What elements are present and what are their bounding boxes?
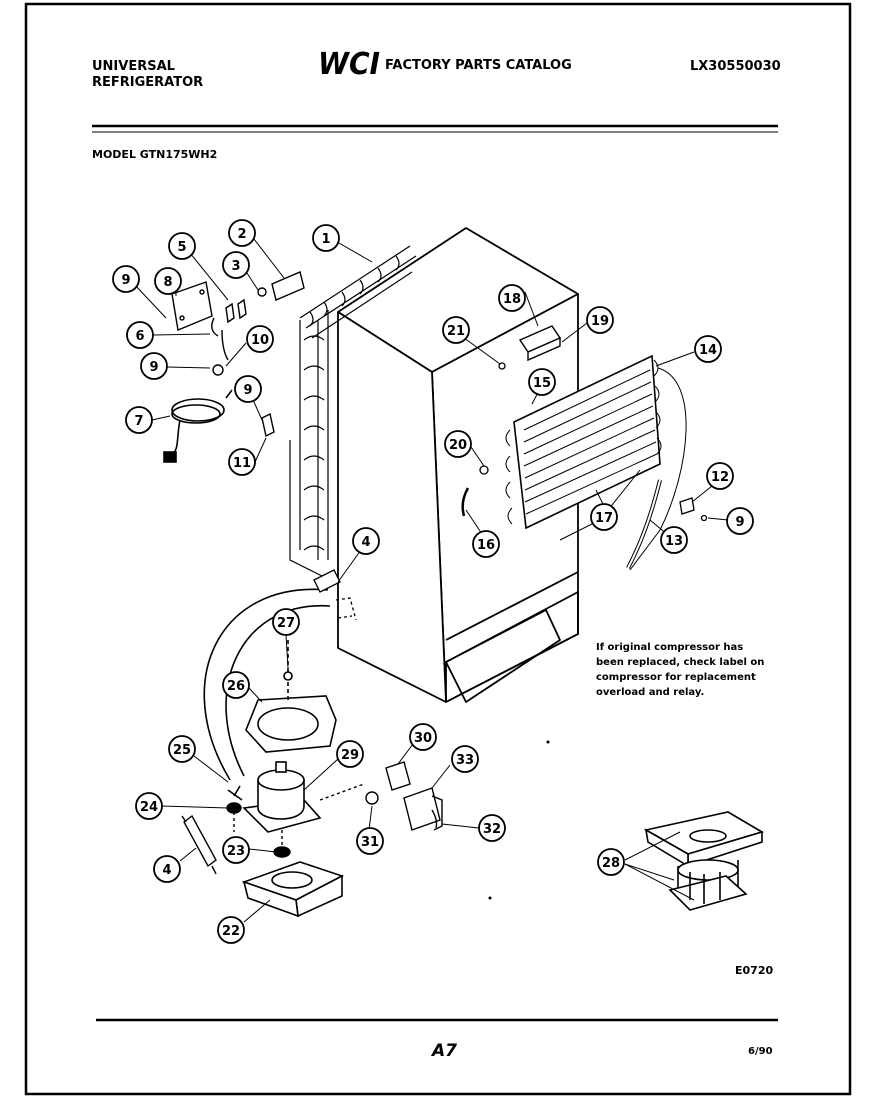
callout-1: 1 [321, 232, 330, 247]
compressor-note: If original compressor has been replaced… [596, 642, 764, 698]
callout-22: 22 [222, 924, 240, 939]
note-line-3: compressor for replacement [596, 672, 756, 683]
callout-11: 11 [233, 456, 251, 471]
callout-19: 19 [591, 314, 609, 329]
callout-4-upper: 4 [361, 535, 370, 550]
callout-32: 32 [483, 822, 501, 837]
electrical-bracket-parts [171, 271, 305, 438]
callout-25: 25 [173, 743, 191, 758]
callout-20: 20 [449, 438, 467, 453]
note-line-1: If original compressor has [596, 642, 743, 653]
callout-9-left: 9 [149, 360, 158, 375]
callout-33: 33 [456, 753, 474, 768]
base-pan-22 [241, 861, 345, 918]
tube-arc-outer [203, 588, 329, 781]
callout-7: 7 [134, 414, 143, 429]
callout-6: 6 [135, 329, 144, 344]
callout-31: 31 [361, 835, 379, 850]
wci-logo: WCI [318, 47, 380, 82]
page-border [24, 2, 852, 1096]
callout-28: 28 [602, 856, 620, 871]
callout-9-center: 9 [243, 383, 252, 398]
brand-line-2: REFRIGERATOR [92, 75, 203, 90]
callout-8: 8 [163, 275, 172, 290]
callout-numbers: 1 2 3 5 8 9 6 9 10 9 7 11 18 19 21 14 15… [121, 227, 744, 939]
callout-17: 17 [595, 511, 613, 526]
evaporator-coil [505, 354, 687, 571]
compressor-29 [227, 761, 322, 833]
callout-14: 14 [699, 343, 717, 358]
callout-21: 21 [447, 324, 465, 339]
callout-27: 27 [277, 616, 295, 631]
brand-line-1: UNIVERSAL [92, 59, 175, 74]
refrigerator-cabinet [337, 227, 579, 703]
callout-circles [112, 219, 754, 944]
note-line-2: been replaced, check label on [596, 657, 764, 668]
compressor-detail-28 [643, 811, 764, 911]
callout-9-upper-left: 9 [121, 273, 130, 288]
catalog-number: LX30550030 [690, 59, 781, 74]
issue-date: 6/90 [748, 1046, 773, 1057]
callout-13: 13 [665, 534, 683, 549]
small-fasteners [461, 362, 708, 522]
grommet-26 [245, 640, 337, 753]
callout-26: 26 [227, 679, 245, 694]
callout-18: 18 [503, 292, 521, 307]
callout-10: 10 [251, 333, 269, 348]
callout-23: 23 [227, 844, 245, 859]
tube-arc-inner [225, 605, 331, 777]
callout-3: 3 [231, 259, 240, 274]
callout-9-right: 9 [735, 515, 744, 530]
note-line-4: overload and relay. [596, 687, 704, 698]
model-label: MODEL GTN175WH2 [92, 148, 217, 161]
callout-5: 5 [177, 240, 186, 255]
drain-fitting-4-upper [313, 569, 357, 621]
catalog-title: FACTORY PARTS CATALOG [385, 58, 572, 73]
back-condenser-tubing [289, 245, 417, 581]
diagram-code: E0720 [735, 964, 773, 977]
callout-15: 15 [533, 376, 551, 391]
defrost-thermostat-18 [518, 325, 562, 362]
relay-overload-parts [319, 761, 443, 831]
callout-12: 12 [711, 470, 729, 485]
callout-4-lower: 4 [162, 863, 171, 878]
callout-30: 30 [414, 731, 432, 746]
drier-4 [181, 814, 217, 875]
power-cord-7 [163, 389, 233, 463]
callout-2: 2 [237, 227, 246, 242]
callout-29: 29 [341, 748, 359, 763]
callout-16: 16 [477, 538, 495, 553]
page-number: A7 [430, 1041, 457, 1061]
callout-24: 24 [140, 800, 158, 815]
